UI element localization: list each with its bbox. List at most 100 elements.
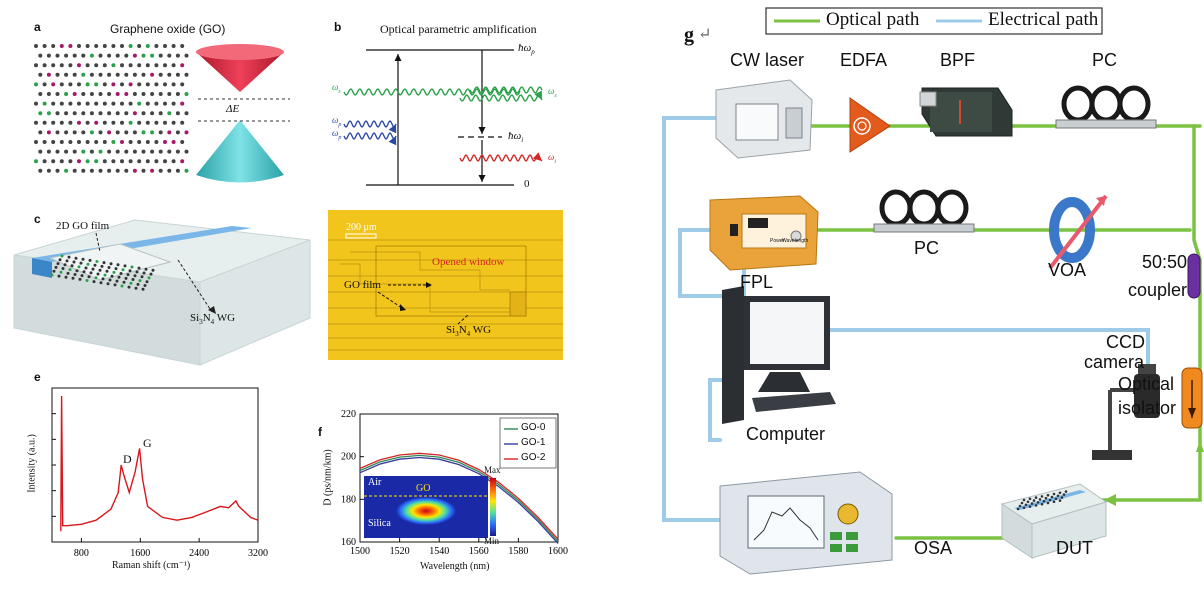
lattice-atom xyxy=(72,111,77,116)
lattice-atom xyxy=(59,101,64,106)
film-atom xyxy=(134,286,138,290)
lattice-atom xyxy=(175,168,180,173)
lattice-atom xyxy=(34,82,38,87)
lattice-atom xyxy=(59,159,64,164)
lattice-atom xyxy=(128,101,133,106)
film-atom xyxy=(67,255,71,259)
lattice-atom xyxy=(34,63,38,68)
coupler-device xyxy=(1187,253,1201,299)
lattice-atom xyxy=(64,111,69,116)
film-atom xyxy=(65,259,69,263)
lattice-atom xyxy=(154,44,159,48)
opa-diagram xyxy=(343,49,543,186)
lattice-atom xyxy=(38,168,43,173)
lattice-atom xyxy=(137,82,142,87)
film-atom xyxy=(74,256,78,260)
lattice-atom xyxy=(89,111,94,116)
lattice-atom xyxy=(120,63,124,68)
lattice-atom xyxy=(124,111,129,116)
dut-label: DUT xyxy=(1056,538,1093,558)
lattice-atom xyxy=(154,101,159,106)
lattice-atom xyxy=(124,92,129,96)
lattice-atom xyxy=(124,53,129,58)
dut-film-atom xyxy=(1060,496,1064,499)
lattice-atom xyxy=(68,82,73,87)
lattice-atom xyxy=(137,44,142,48)
lattice-atom xyxy=(158,53,163,58)
lattice-atom xyxy=(85,63,90,68)
lattice-atom xyxy=(132,111,137,116)
wp1-label: ωp xyxy=(332,115,342,128)
lattice-atom xyxy=(85,82,90,87)
edfa-label: EDFA xyxy=(840,50,888,70)
film-atom xyxy=(87,275,91,279)
film-atom xyxy=(143,284,147,287)
lattice-atom xyxy=(77,63,81,68)
lattice-atom xyxy=(85,159,90,164)
lattice-atom xyxy=(64,130,69,135)
film-atom xyxy=(130,265,134,269)
setup-diagram xyxy=(662,7,1204,575)
lattice-atom xyxy=(141,72,146,77)
inset-silica: Silica xyxy=(368,518,391,529)
lattice-atom xyxy=(46,111,51,116)
film-atom xyxy=(110,274,114,278)
panel-c: c 2D GO film Si3N4 WG xyxy=(0,200,320,370)
film-atom xyxy=(78,277,82,281)
film-atom xyxy=(129,281,133,285)
f-xlabel: Wavelength (nm) xyxy=(420,561,490,572)
lattice-atom xyxy=(102,101,107,106)
legend-go0: GO-0 xyxy=(521,422,546,433)
lattice-atom xyxy=(163,44,167,48)
lattice-atom xyxy=(150,130,155,135)
panel-g-label: g xyxy=(684,24,694,46)
film-atom xyxy=(101,277,105,281)
film-atom xyxy=(144,267,148,271)
film-atom xyxy=(58,258,62,262)
lattice-atom xyxy=(64,53,69,58)
dut-device xyxy=(1000,483,1108,559)
lattice-atom xyxy=(89,168,94,173)
e-xtick-label: 3200 xyxy=(248,548,268,559)
lattice-atom xyxy=(68,63,73,68)
film-atom xyxy=(140,275,144,279)
lattice-atom xyxy=(34,120,38,125)
panel-d: d 200 μm Opened window GO film Si3N4 WG xyxy=(320,200,570,370)
lattice-atom xyxy=(171,101,176,106)
film-atom xyxy=(116,263,120,267)
lattice-atom xyxy=(38,130,43,135)
lattice-atom xyxy=(141,53,146,58)
dut-film-atom xyxy=(1044,496,1048,500)
computer-device xyxy=(722,286,836,424)
film-atom xyxy=(93,263,97,267)
level-mid-text: ħωi xyxy=(508,130,524,145)
pc-top-device xyxy=(1061,85,1151,123)
lattice-atom xyxy=(171,120,176,125)
film-atom xyxy=(79,261,83,265)
lattice-atom xyxy=(171,44,176,48)
idler-wave xyxy=(459,152,543,162)
lattice-atom xyxy=(72,149,77,154)
lattice-atom xyxy=(55,168,60,173)
panel-g: g ↵ Optical path Electrical path CW lase… xyxy=(660,0,1204,589)
path-legend-box xyxy=(765,7,1103,35)
isolator-label-1: Optical xyxy=(1118,374,1175,394)
film-atom xyxy=(145,280,149,284)
inset-air: Air xyxy=(368,477,382,488)
lattice-atom xyxy=(115,92,120,96)
lattice-atom xyxy=(180,82,185,87)
ccd-camera-device xyxy=(1092,364,1160,460)
film-atom xyxy=(120,284,124,288)
film-atom xyxy=(64,275,68,279)
lattice-atom xyxy=(150,168,155,173)
film-atom xyxy=(61,267,65,270)
lattice-atom xyxy=(107,72,112,77)
film-atom xyxy=(86,262,90,266)
dut-film-atom xyxy=(1028,505,1032,508)
dut-film-atom xyxy=(1030,502,1034,505)
lattice-atom xyxy=(167,53,172,58)
lattice-atom xyxy=(137,140,142,144)
film-atom xyxy=(99,281,103,285)
